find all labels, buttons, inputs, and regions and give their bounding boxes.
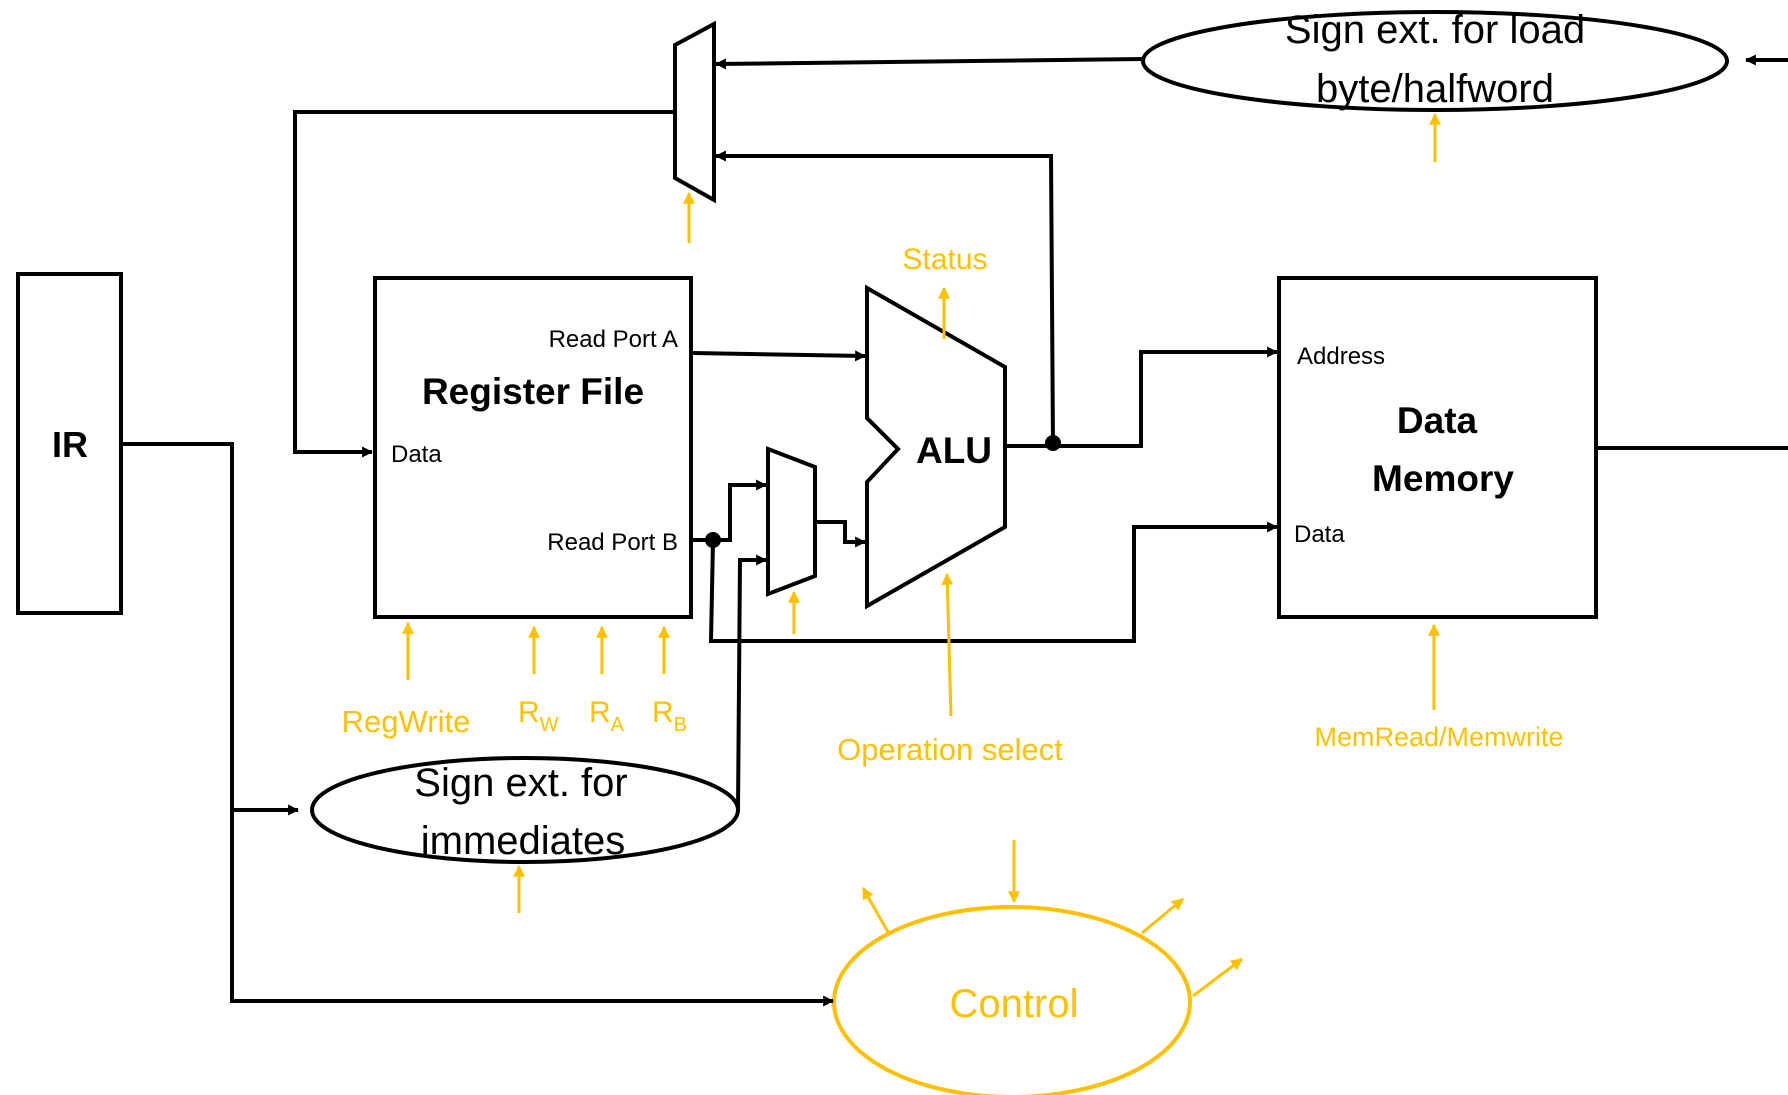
arrow-operation-select xyxy=(941,572,954,717)
control-label: Control xyxy=(950,982,1079,1026)
arrow-control-out-left xyxy=(861,886,890,933)
writeback-mux xyxy=(673,20,716,204)
operation-select-label: Operation select xyxy=(837,732,1063,767)
data-memory-title-line1: Data xyxy=(1397,400,1478,441)
read-port-a-label: Read Port A xyxy=(549,326,678,353)
sign-ext-imm-line1: Sign ext. for xyxy=(414,761,627,805)
register-file-block: Register File Read Port A Read Port B Da… xyxy=(373,276,693,619)
ra-base: R xyxy=(589,696,611,729)
ra-label: RA xyxy=(589,696,625,736)
junction-portb xyxy=(705,532,721,548)
wire-wbmux-to-regfile xyxy=(293,110,675,458)
wire-imm-to-mux xyxy=(736,554,768,811)
rb-label: RB xyxy=(652,696,687,736)
alu-block: ALU xyxy=(865,284,1007,610)
status-label: Status xyxy=(902,243,987,276)
wire-portb-to-mux xyxy=(713,479,768,542)
sign-ext-load-line1: Sign ext. for load xyxy=(1285,8,1585,52)
rw-label: RW xyxy=(518,696,559,736)
wires xyxy=(121,54,1788,1007)
read-port-b-label: Read Port B xyxy=(547,529,678,556)
control-ellipse: Control xyxy=(832,905,1192,1095)
wire-porta-to-alu xyxy=(692,350,867,362)
ra-sub: A xyxy=(611,714,625,736)
sign-ext-imm-line2: immediates xyxy=(421,819,626,863)
arrow-control-out-right xyxy=(1141,897,1184,935)
sign-ext-load-line2: byte/halfword xyxy=(1316,67,1554,111)
arrow-control-out-far-right xyxy=(1192,957,1243,998)
rb-sub: B xyxy=(674,714,687,736)
register-file-data-label: Data xyxy=(391,441,442,468)
rb-base: R xyxy=(652,696,674,729)
alu-label: ALU xyxy=(916,430,992,471)
data-memory-title-line2: Memory xyxy=(1372,458,1514,499)
regwrite-label: RegWrite xyxy=(342,704,471,739)
ir-label: IR xyxy=(52,424,88,465)
memread-memwrite-label: MemRead/Memwrite xyxy=(1314,722,1563,752)
control-arrows xyxy=(402,112,1441,998)
rw-base: R xyxy=(518,696,540,729)
wire-alu-out xyxy=(1005,346,1279,448)
wire-portb-to-memdata xyxy=(708,521,1279,643)
wire-mux-to-alu xyxy=(815,520,867,548)
memory-data-label: Data xyxy=(1294,521,1345,548)
rw-sub: W xyxy=(540,714,559,736)
wire-ir-to-control xyxy=(230,810,835,1007)
wire-ir-to-signext xyxy=(121,442,300,816)
memory-address-label: Address xyxy=(1297,343,1385,370)
wire-signext-load-to-wbmux xyxy=(714,57,1144,70)
alu-input-mux xyxy=(766,446,817,597)
sign-ext-imm-ellipse: Sign ext. for immediates xyxy=(310,756,740,864)
control-labels: Status RegWrite RW RA RB Operation selec… xyxy=(342,243,1564,767)
wire-alu-to-wbmux xyxy=(714,150,1055,447)
register-file-title: Register File xyxy=(422,371,644,412)
ir-block: IR xyxy=(16,272,123,615)
sign-ext-load-ellipse: Sign ext. for load byte/halfword xyxy=(1141,8,1729,112)
junction-alu-out xyxy=(1045,435,1061,451)
data-memory-block: Data Memory Address Data xyxy=(1277,276,1598,619)
